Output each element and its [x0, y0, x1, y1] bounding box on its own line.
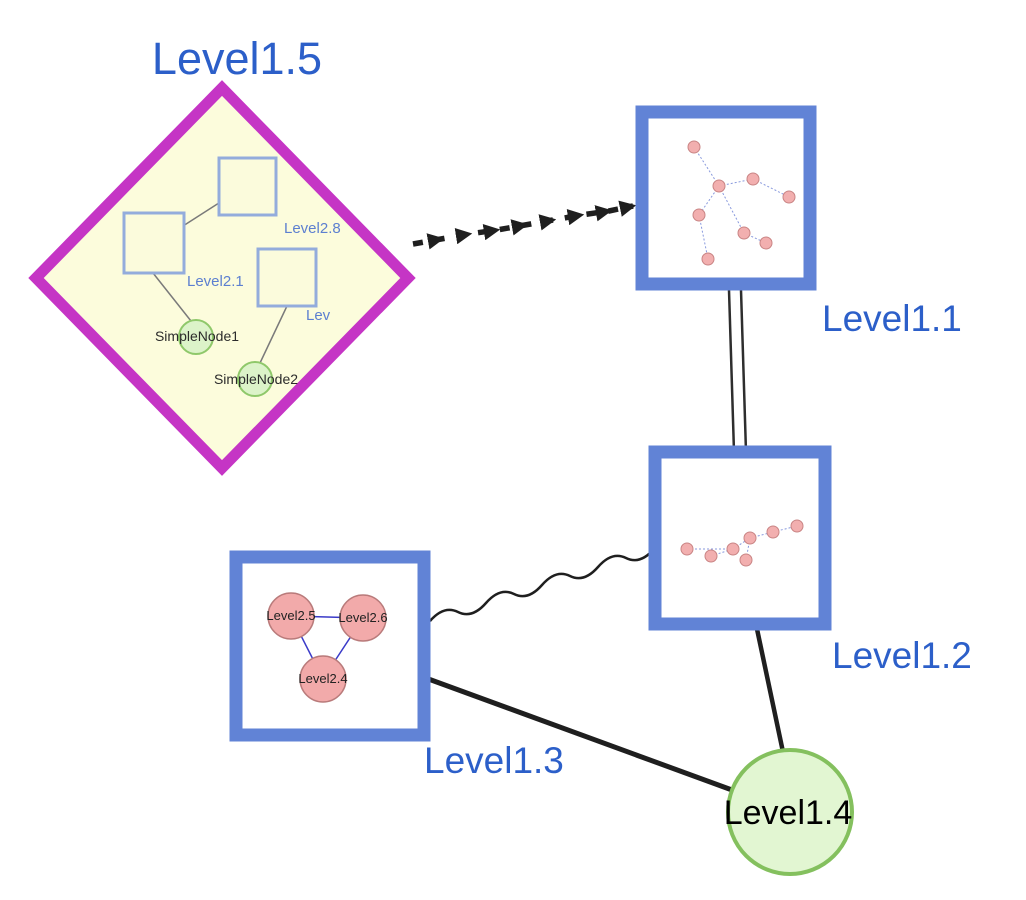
- node-simplenode2[interactable]: [237, 361, 273, 397]
- level1-4-shape[interactable]: [726, 748, 854, 876]
- mini-graph-edge: [752, 178, 790, 198]
- node-level2-1-label: Level2.1: [187, 273, 244, 290]
- node-level2-8-label: Level2.8: [284, 220, 341, 237]
- node-level1-2-label: Level1.2: [832, 635, 972, 676]
- node-level1-4-label: Level1.4: [724, 794, 853, 832]
- level1-1-shape[interactable]: [635, 105, 817, 291]
- edge-level13-to-level12[interactable]: [429, 548, 655, 622]
- inner-edge-level21-simplenode1[interactable]: [152, 272, 192, 322]
- edge-level12-to-level14[interactable]: [754, 628, 786, 753]
- node-level1-5-label: Level1.5: [152, 33, 322, 84]
- node-level1-1-label: Level1.1: [822, 298, 962, 339]
- edge-level13-to-level14[interactable]: [422, 674, 733, 793]
- mini-graph-node[interactable]: [782, 190, 796, 204]
- mini-graph-node[interactable]: [739, 553, 753, 567]
- mini-graph-node[interactable]: [726, 542, 740, 556]
- node-level2-4-label: Level2.4: [298, 671, 347, 686]
- inner-edge-lev-simplenode2[interactable]: [259, 305, 288, 364]
- node-lev[interactable]: [256, 247, 318, 308]
- node-level2-6-label: Level2.6: [338, 610, 387, 625]
- mini-graph-node[interactable]: [712, 179, 726, 193]
- mini-graph-edge: [718, 185, 745, 234]
- edge-level15-to-level11[interactable]: [412, 200, 637, 250]
- node-level1-5: Level2.8 Level2.1 Lev SimpleNode1 Simple…: [28, 80, 416, 476]
- node-level1-4: Level1.4: [724, 748, 854, 876]
- mini-graph-node[interactable]: [743, 531, 757, 545]
- node-level2-5-label: Level2.5: [266, 608, 315, 623]
- node-level2-1[interactable]: [122, 211, 186, 275]
- edge-level11-to-level12[interactable]: [727, 289, 748, 453]
- node-lev-label: Lev: [306, 307, 331, 324]
- level1-2-shape[interactable]: [648, 445, 832, 631]
- mini-graph-level12: [680, 519, 804, 567]
- node-simplenode1-label: SimpleNode1: [155, 328, 239, 344]
- mini-graph-node[interactable]: [766, 525, 780, 539]
- mini-graph-node[interactable]: [746, 172, 760, 186]
- inner-edge-level21-level28[interactable]: [182, 200, 223, 227]
- mini-graph-node[interactable]: [704, 549, 718, 563]
- node-level2-8[interactable]: [217, 156, 278, 217]
- node-simplenode1[interactable]: [178, 319, 214, 355]
- node-level1-3-label: Level1.3: [424, 740, 564, 781]
- mini-graph-node[interactable]: [687, 140, 701, 154]
- node-level1-1: [635, 105, 817, 291]
- mini-graph-edge: [698, 214, 709, 260]
- node-level1-2: [648, 445, 832, 631]
- node-level2-5[interactable]: [267, 592, 315, 640]
- node-simplenode2-label: SimpleNode2: [214, 371, 298, 387]
- node-level1-3: Level2.5 Level2.6 Level2.4: [229, 550, 431, 742]
- mini-graph-node[interactable]: [680, 542, 694, 556]
- level1-3-shape[interactable]: [229, 550, 431, 742]
- mini-graph-level11: [687, 140, 796, 266]
- mini-graph-node[interactable]: [737, 226, 751, 240]
- node-level2-6[interactable]: [339, 594, 387, 642]
- mini-graph-node[interactable]: [790, 519, 804, 533]
- mini-graph-node[interactable]: [692, 208, 706, 222]
- mini-graph-node[interactable]: [759, 236, 773, 250]
- node-level2-4[interactable]: [299, 655, 347, 703]
- mini-graph-node[interactable]: [701, 252, 715, 266]
- level1-5-diamond-shape[interactable]: [28, 80, 416, 476]
